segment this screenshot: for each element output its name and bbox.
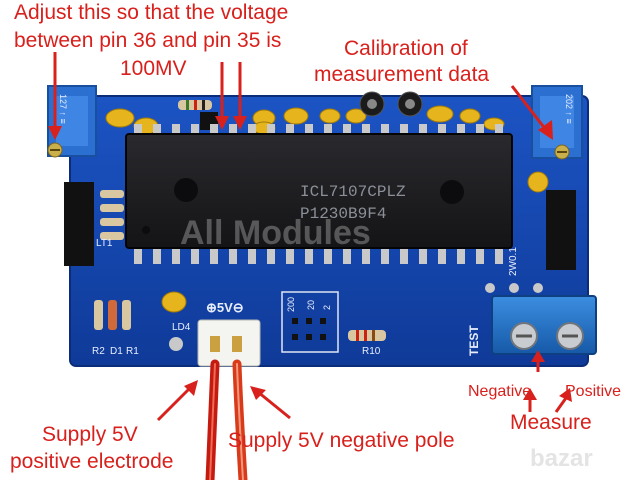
chip-pin-top (210, 124, 218, 136)
range-jumpers (281, 291, 339, 353)
silk-5v: ⊕5V⊖ (206, 300, 244, 315)
electrolytic-caps (359, 91, 423, 117)
label-calibration-line1: Calibration of (344, 37, 468, 60)
chip-pin-top (324, 124, 332, 136)
power-wires (205, 359, 248, 480)
left-header (64, 182, 94, 266)
left-bottom-parts (94, 300, 183, 351)
silk-r2: R2 (92, 346, 105, 357)
chip-pin-top (438, 124, 446, 136)
power-connector (197, 319, 261, 367)
label-positive: Positive (565, 383, 622, 400)
chip-pin-bottom (419, 248, 427, 264)
silk-trim-right: 202 ↑ ≡ (564, 94, 574, 124)
silk-ld4: LD4 (172, 322, 191, 333)
chip-pin-top (305, 124, 313, 136)
chip-pin-top (381, 124, 389, 136)
chip-pin-top (267, 124, 275, 136)
chip-pin-top (191, 124, 199, 136)
label-adjust-line1: Adjust this so that the voltage (14, 1, 289, 24)
label-calibration-line2: measurement data (314, 63, 490, 86)
chip-pin-top (400, 124, 408, 136)
chip-pin-bottom (305, 248, 313, 264)
chip-pin-top (229, 124, 237, 136)
chip-pin-bottom (172, 248, 180, 264)
silk-r1: R1 (126, 346, 139, 357)
right-header (546, 190, 576, 270)
resistor-r10 (348, 330, 386, 341)
terminal-block (491, 295, 597, 355)
chip-pin-top (495, 124, 503, 136)
chip-pin-bottom (343, 248, 351, 264)
chip-pin-top (457, 124, 465, 136)
chip-pin-top (476, 124, 484, 136)
label-supply-pos-line2: positive electrode (10, 450, 174, 473)
silkscreen-text: LT1 LD4 R2 D1 R1 R10 ⊕5V⊖ 200 20 2 TEST … (58, 94, 574, 357)
silk-range-20: 20 (306, 300, 316, 310)
bazar-logo: bazar (530, 445, 593, 472)
chip-marking: ICL7107CPLZ P1230B9F4 (300, 183, 406, 223)
pin-rows (134, 124, 503, 264)
left-trimmer (47, 85, 97, 158)
chip-pin-bottom (457, 248, 465, 264)
silk-range-200: 200 (286, 297, 296, 312)
right-trimmer (531, 85, 583, 160)
chip-line2: P1230B9F4 (300, 205, 386, 223)
chip-pin-top (153, 124, 161, 136)
label-adjust-line3: 100MV (120, 57, 187, 80)
chip-pin-top (343, 124, 351, 136)
chip-pin-bottom (210, 248, 218, 264)
chip-pin-bottom (381, 248, 389, 264)
chip-pin-bottom (476, 248, 484, 264)
chip-pin-bottom (229, 248, 237, 264)
chip-pin-top (286, 124, 294, 136)
chip-pin-bottom (191, 248, 199, 264)
chip-pin-bottom (134, 248, 142, 264)
test-pads (485, 283, 543, 293)
chip-pin-bottom (495, 248, 503, 264)
ic-chip (125, 133, 513, 249)
silk-lt1: LT1 (96, 238, 113, 249)
label-adjust-line2: between pin 36 and pin 35 is (14, 29, 282, 52)
watermark-text: All Modules (180, 214, 371, 252)
silk-trim-left: 127 ↑ ≡ (58, 94, 68, 124)
bazar-text: bazar (530, 445, 593, 472)
chip-pin-top (172, 124, 180, 136)
chip-pin-bottom (286, 248, 294, 264)
silk-test: TEST (467, 325, 481, 356)
silk-d1: D1 (110, 346, 123, 357)
chip-pin-bottom (438, 248, 446, 264)
chip-line1: ICL7107CPLZ (300, 183, 406, 201)
label-supply-neg: Supply 5V negative pole (228, 429, 455, 452)
chip-pin-bottom (400, 248, 408, 264)
label-measure: Measure (510, 411, 592, 434)
resistors-left (100, 190, 124, 240)
chip-pin-top (419, 124, 427, 136)
chip-pin-bottom (248, 248, 256, 264)
silk-range-2: 2 (322, 305, 332, 310)
chip-pin-top (362, 124, 370, 136)
label-supply-pos-line1: Supply 5V (42, 423, 138, 446)
silk-r10: R10 (362, 346, 381, 357)
chip-pin-bottom (153, 248, 161, 264)
chip-pin-top (134, 124, 142, 136)
chip-pin-top (248, 124, 256, 136)
silk-2w01: 2W0.1 (508, 247, 519, 276)
chip-pin-bottom (324, 248, 332, 264)
label-negative: Negative (468, 383, 532, 400)
annotation-arrows (48, 52, 572, 422)
chip-pin-bottom (362, 248, 370, 264)
chip-pin-bottom (267, 248, 275, 264)
